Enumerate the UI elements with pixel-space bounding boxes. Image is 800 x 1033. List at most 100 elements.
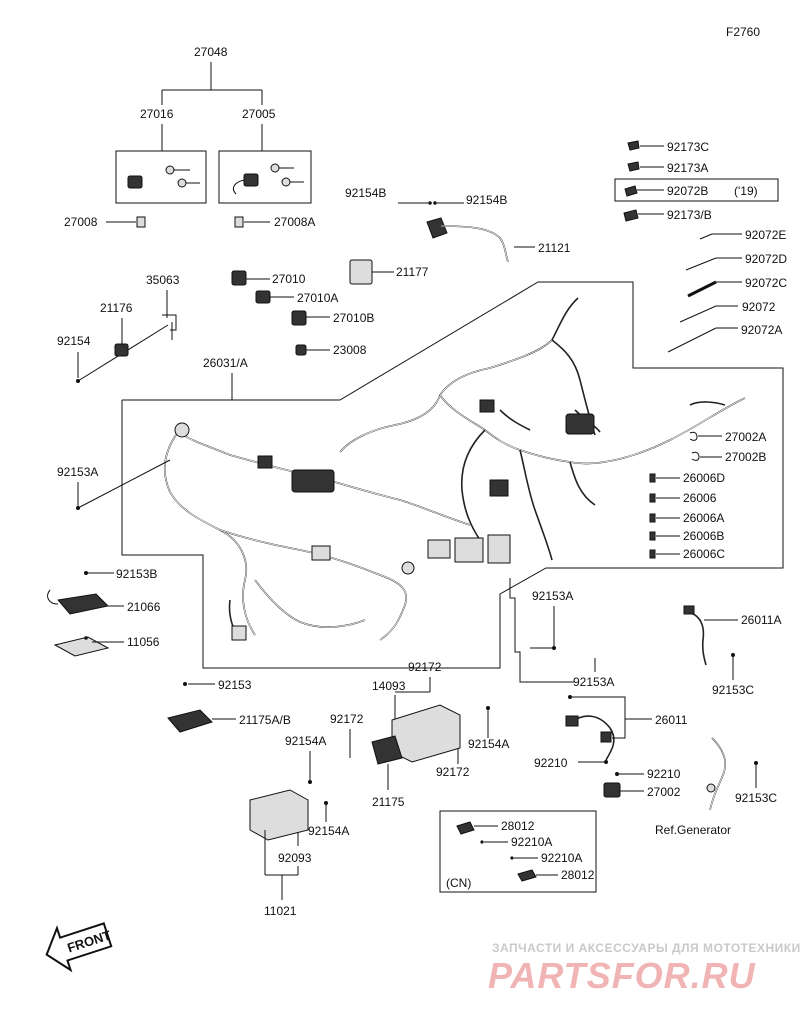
label-27002B: 27002B [725,450,766,464]
box-27016 [115,150,207,204]
label-27005: 27005 [242,107,276,121]
watermark: ЗАПЧАСТИ И АКСЕССУАРЫ ДЛЯ МОТОТЕХНИКИ PA… [488,941,800,996]
label-21177: 21177 [396,265,429,279]
connector-e [489,479,509,497]
label-92154B-left: 92154B [345,186,386,200]
switch-27010 [231,270,247,286]
relay-21177-group: 21177 [349,259,429,285]
ignition-switch-group: 27048 27016 27005 27008 27008A [64,45,315,229]
label-92172-left: 92172 [330,712,364,726]
connector-26011 [565,715,579,727]
fuse-21176-group: 35063 21176 92154 [57,273,180,383]
ecu-21175AB-group: 92153 21175A/B [167,678,291,733]
label-11021: 11021 [264,904,297,918]
label-26006B: 26006B [683,529,724,543]
plate-11056 [53,636,110,657]
fuse-26006A [649,513,656,523]
label-92153: 92153 [218,678,252,692]
bracket-92093 [249,789,309,841]
label-92153A-low: 92153A [573,675,614,689]
switch-27005 [243,173,259,187]
label-92072: 92072 [742,300,776,314]
label-92154: 92154 [57,334,91,348]
clamps-group: 92173C 92173A 92072B ('19) 92173/B 92072… [614,140,787,353]
label-26006A: 26006A [683,511,724,525]
label-11056: 11056 [127,635,160,649]
switch-27010B [291,310,307,326]
clip-28012-top [456,821,475,835]
label-26006C: 26006C [683,547,725,561]
label-92072A: 92072A [741,323,782,337]
grommet [174,422,190,438]
relay-21177 [349,259,373,285]
switch-23008 [295,344,307,356]
label-21175AB: 21175A/B [239,713,291,727]
relay-21175 [371,735,403,765]
label-26006: 26006 [683,491,717,505]
connector-relay [565,413,595,435]
clamp-92173C [627,140,640,151]
label-92153A-mid: 92153A [532,589,573,603]
label-ref-generator: Ref.Generator [655,823,731,837]
connector-ecu-3 [487,534,511,564]
label-92093: 92093 [278,851,312,865]
switch-27010A [255,290,271,304]
figure-code: F2760 [726,25,760,39]
label-92172-bottom: 92172 [436,765,470,779]
label-92154B-right: 92154B [466,193,507,207]
bracket-11021-group: 92154A 92154A 92093 11021 [249,734,349,918]
fuse-26006D [649,473,656,483]
label-92072B: 92072B [667,184,708,198]
relay-21175-group: 92172 14093 92172 21175 92154A 92172 [330,660,509,809]
label-27008: 27008 [64,215,98,229]
label-27010B: 27010B [333,311,374,325]
label-21121: 21121 [538,241,571,255]
connector-d [479,399,495,413]
label-27002: 27002 [647,785,681,799]
label-14093: 14093 [372,679,406,693]
bolt-92153A-left: 92153A [57,459,171,510]
label-26011A: 26011A [741,613,781,627]
fuse-26006 [649,493,656,503]
connector-c [231,625,247,641]
switches-27010-group: 27010 27010A 27010B 23008 [231,270,374,357]
label-92153A-left: 92153A [57,465,98,479]
connector-26011-b [600,731,612,743]
clamp-92173A [627,161,640,172]
label-92072E: 92072E [745,228,786,242]
label-26006D: 26006D [683,471,725,485]
connector-ecu-2 [454,537,484,563]
label-27010A: 27010A [297,291,338,305]
watermark-brand: PARTSFOR.RU [488,955,756,996]
connector-ecu-1 [427,539,451,559]
label-19: ('19) [734,184,758,198]
sensor-27002 [603,782,621,798]
label-92173C: 92173C [667,140,709,154]
case-14093 [391,704,461,763]
label-21066: 21066 [127,600,161,614]
label-35063: 35063 [146,273,180,287]
label-27002A: 27002A [725,430,766,444]
label-92072C: 92072C [745,276,787,290]
label-92153C-top: 92153C [712,683,754,697]
watermark-tagline: ЗАПЧАСТИ И АКСЕССУАРЫ ДЛЯ МОТОТЕХНИКИ [492,941,800,955]
main-harness-26031A: 26031/A [121,281,784,669]
fuses-26006-group: 27002A 27002B 26006D 26006 26006A 26006B… [649,430,766,561]
bolts-92153A-right: 92153A 92153A [509,578,614,689]
label-92172-top: 92172 [408,660,442,674]
label-92210-right: 92210 [647,767,681,781]
label-92153B: 92153B [116,567,157,581]
connector-26011A [683,605,695,615]
regulator-21066 [57,593,110,615]
sensor-21121-group: 92154B 92154B 21121 [345,186,571,263]
label-92173A: 92173A [667,161,708,175]
label-92173B: 92173/B [667,208,712,222]
sensor-27002-group: 92210 92210 27002 [534,756,681,799]
box-92072B [614,178,779,202]
clamp-92173B [623,209,639,222]
label-27016: 27016 [140,107,174,121]
cn-parts-box: 28012 92210A 92210A 28012 (CN) [439,810,597,893]
clip-28012-bottom [517,869,537,882]
label-27048: 27048 [194,45,228,59]
